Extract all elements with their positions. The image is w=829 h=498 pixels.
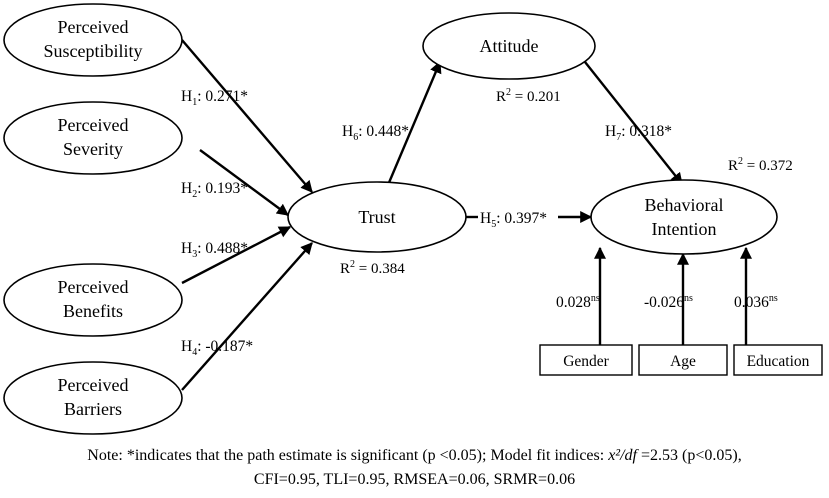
control-education: Education xyxy=(733,344,823,376)
arrow-h7 xyxy=(584,61,683,185)
node-label: Attitude xyxy=(480,36,539,56)
node-label: Intention xyxy=(652,219,717,239)
node-perceived-susceptibility: Perceived Susceptibility xyxy=(3,3,183,77)
coef-education: 0.036ns xyxy=(734,293,778,311)
node-perceived-benefits: Perceived Benefits xyxy=(3,263,183,337)
control-label: Education xyxy=(747,353,810,370)
arrow-h4 xyxy=(181,242,313,391)
note-text: =2.53 (p<0.05), xyxy=(637,447,742,464)
path-label-h5: H5: 0.397* xyxy=(480,210,547,230)
node-trust: Trust xyxy=(287,181,467,253)
coef-gender: 0.028ns xyxy=(556,293,600,311)
node-label: Perceived xyxy=(58,277,129,297)
node-attitude: Attitude xyxy=(422,12,596,80)
node-perceived-barriers: Perceived Barriers xyxy=(3,361,183,435)
arrow-h3 xyxy=(181,225,292,285)
note-text: Note: *indicates that the path estimate … xyxy=(87,447,609,464)
node-label: Benefits xyxy=(63,301,123,321)
coef-age: -0.026ns xyxy=(644,293,693,311)
node-label: Perceived xyxy=(58,375,129,395)
path-label-h3: H3: 0.488* xyxy=(181,240,248,260)
node-label: Behavioral xyxy=(645,195,724,215)
control-age: Age xyxy=(638,344,728,376)
note-math: x²/df xyxy=(608,447,637,464)
r2-trust: R2 = 0.384 xyxy=(340,259,405,277)
path-label-h6: H6: 0.448* xyxy=(342,123,409,143)
node-label: Trust xyxy=(358,207,395,227)
r2-attitude: R2 = 0.201 xyxy=(496,87,561,105)
node-label: Perceived xyxy=(58,17,129,37)
node-behavioral-intention: Behavioral Intention xyxy=(590,179,778,255)
arrow-h1 xyxy=(181,39,313,193)
sem-path-diagram: Perceived Susceptibility Perceived Sever… xyxy=(3,3,823,435)
node-perceived-severity: Perceived Severity xyxy=(3,101,183,175)
node-label: Severity xyxy=(63,139,123,159)
figure-note: Note: *indicates that the path estimate … xyxy=(0,444,829,492)
note-line-2: CFI=0.95, TLI=0.95, RMSEA=0.06, SRMR=0.0… xyxy=(253,471,576,488)
r2-behavioral-intention: R2 = 0.372 xyxy=(728,156,793,174)
node-label: Perceived xyxy=(58,115,129,135)
node-label: Susceptibility xyxy=(44,41,143,61)
path-label-h7: H7: 0.318* xyxy=(605,123,672,143)
node-label: Barriers xyxy=(64,399,122,419)
control-gender: Gender xyxy=(539,344,633,376)
arrow-h6 xyxy=(386,60,442,186)
path-arrows xyxy=(181,39,752,391)
path-label-h2: H2: 0.193* xyxy=(181,180,248,200)
arrow-h2 xyxy=(199,149,289,216)
path-label-h1: H1: 0.271* xyxy=(181,88,248,108)
path-label-h4: H4: -0.187* xyxy=(181,338,253,358)
control-label: Age xyxy=(670,353,696,370)
note-line-1: Note: *indicates that the path estimate … xyxy=(0,444,829,468)
control-label: Gender xyxy=(563,353,609,370)
